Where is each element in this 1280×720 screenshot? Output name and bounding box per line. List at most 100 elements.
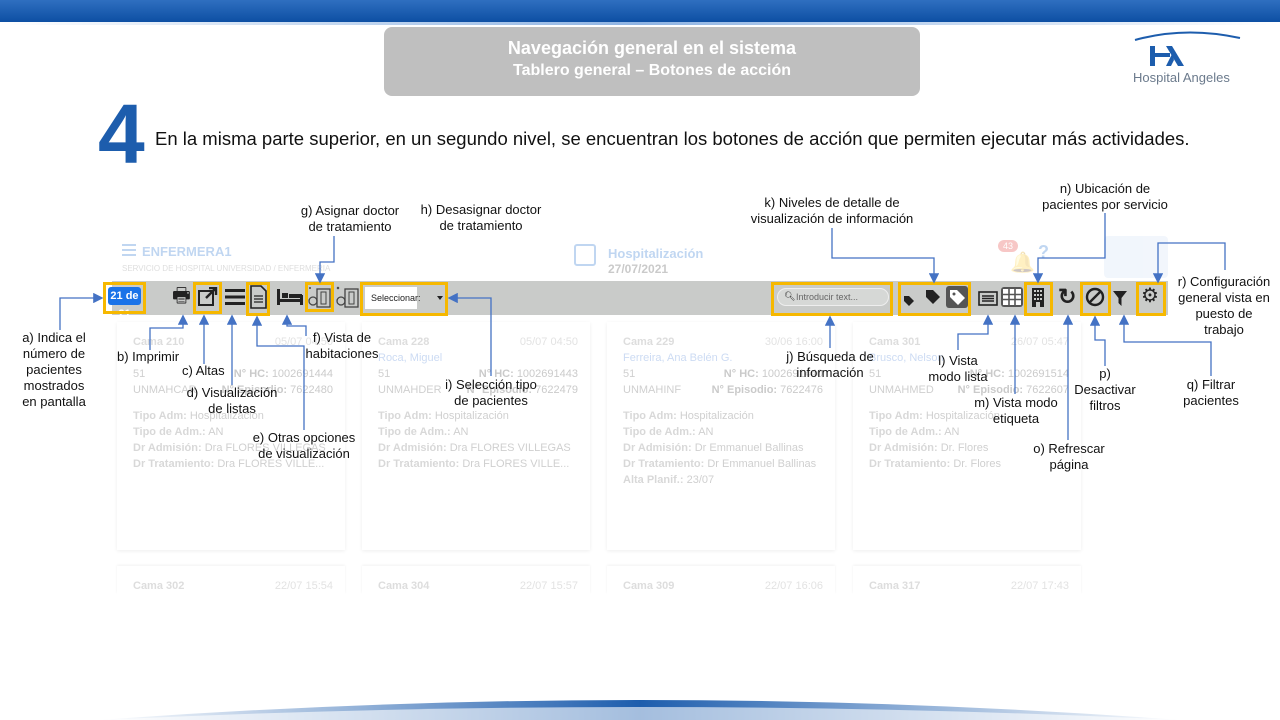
service-path: SERVICIO DE HOSPITAL UNIVERSIDAD / ENFER…	[122, 264, 331, 273]
building-icon[interactable]	[1031, 287, 1045, 307]
card-time: 22/07 16:06	[764, 580, 823, 592]
unit: UNMAHDER	[378, 384, 442, 396]
dr-admision-value: Dra FLORES VILLEGAS	[449, 442, 571, 454]
current-date: 27/07/2021	[608, 262, 669, 276]
dr-admision-label: Dr Admisión:	[623, 442, 692, 454]
patient-age: 51	[133, 368, 146, 380]
label-r-settings: r) Configuración general vista en puesto…	[1177, 274, 1271, 337]
document-icon[interactable]	[250, 285, 267, 309]
label-l-list-mode: l) Vista modo lista	[928, 353, 988, 384]
dr-tratamiento-value: Dra FLORES VILLE...	[217, 458, 325, 470]
bed-label: Cama 301	[869, 336, 921, 348]
help-icon[interactable]: ?	[1038, 242, 1049, 262]
tipo-de-adm-value: AN	[208, 426, 224, 438]
gear-icon[interactable]: ⚙	[1141, 285, 1159, 307]
menu-icon[interactable]	[122, 244, 136, 256]
patient-name: Ferreira, Ana Belén G.	[623, 352, 733, 364]
episode-label: N° Episodio:	[957, 384, 1024, 396]
patient-age: 51	[869, 368, 882, 380]
unassign-doctor-icon[interactable]	[336, 286, 360, 308]
highlight-select	[360, 282, 448, 316]
brand-icon	[1104, 236, 1168, 278]
card-time: 05/07 04:50	[519, 336, 578, 348]
search-icon: 🔍︎	[784, 291, 796, 301]
hc-value: 1002691514	[1007, 368, 1069, 380]
tag-medium-icon[interactable]	[925, 289, 941, 305]
hc-value: 1002691443	[516, 368, 578, 380]
card-time: 22/07 17:43	[1010, 580, 1069, 592]
dr-admision-label: Dr Admisión:	[378, 442, 447, 454]
hc-label: N° HC:	[723, 368, 759, 380]
search-input[interactable]: Introducir text...	[777, 288, 889, 306]
section-title: Hospitalización	[608, 246, 704, 261]
highlight-tags	[898, 282, 971, 316]
dr-admision-value: Dra FLORES VILLEGAS	[204, 442, 326, 454]
label-q-filter: q) Filtrar pacientes	[1183, 377, 1239, 408]
highlight-altas	[193, 282, 222, 314]
assign-doctor-icon[interactable]	[308, 286, 332, 308]
bed-label: Cama 210	[133, 336, 185, 348]
card-time: 22/07 15:54	[274, 580, 333, 592]
dr-tratamiento-value: Dra FLORES VILLE...	[462, 458, 570, 470]
tipo-adm-label: Tipo Adm:	[623, 410, 677, 422]
logo-mark-icon	[1134, 31, 1241, 66]
tipo-de-adm-label: Tipo de Adm.:	[869, 426, 942, 438]
hc-label: N° HC:	[233, 368, 269, 380]
patient-card[interactable]: Cama 317 22/07 17:43	[853, 566, 1081, 594]
tag-large-icon[interactable]	[946, 286, 968, 308]
user-name: ENFERMERA1	[142, 244, 232, 259]
top-banner	[0, 0, 1280, 22]
slide-subtitle: Tablero general – Botones de acción	[513, 62, 791, 79]
disable-filters-icon[interactable]	[1085, 287, 1105, 307]
bell-icon[interactable]: 🔔	[1010, 252, 1035, 274]
filter-icon[interactable]	[1113, 290, 1127, 306]
alta-label: Alta Planif.:	[623, 474, 684, 486]
grid-view-icon[interactable]	[1001, 287, 1023, 307]
label-n-location: n) Ubicación de pacientes por servicio	[1042, 181, 1168, 212]
printer-icon[interactable]: 🖶	[172, 285, 191, 307]
tipo-adm-label: Tipo Adm:	[869, 410, 923, 422]
episode-label: N° Episodio:	[466, 384, 533, 396]
bed-icon[interactable]	[277, 289, 303, 305]
slide-title: Navegación general en el sistema	[507, 38, 797, 58]
patient-type-select[interactable]: Seleccionar:	[365, 287, 421, 309]
list-view-icon[interactable]	[978, 290, 998, 306]
unit: UNMAHMED	[869, 384, 934, 396]
hc-value: 1002691444	[271, 368, 333, 380]
tipo-adm-value: Hospitalización	[925, 410, 1000, 422]
episode-value: 7622476	[780, 384, 823, 396]
card-time: 22/07 15:57	[519, 580, 578, 592]
highlight-disable-filters	[1080, 282, 1111, 316]
tipo-de-adm-label: Tipo de Adm.:	[133, 426, 206, 438]
highlight-assign	[305, 282, 334, 312]
label-f-rooms: f) Vista de habitaciones	[305, 330, 379, 361]
patient-name: Brusco, Nelson	[869, 352, 944, 364]
app-header: ENFERMERA1 SERVICIO DE HOSPITAL UNIVERSI…	[112, 236, 1168, 281]
tag-small-icon[interactable]	[903, 291, 915, 306]
list-lines-icon[interactable]	[225, 288, 245, 306]
highlight-search	[771, 282, 893, 316]
bed-label: Cama 317	[869, 580, 921, 592]
top-banner-accent	[0, 22, 1280, 25]
calendar-icon	[574, 244, 596, 266]
dr-admision-value: Dr Emmanuel Ballinas	[694, 442, 804, 454]
refresh-icon[interactable]: ↻	[1058, 284, 1077, 309]
label-a-patient-count: a) Indica el número de pacientes mostrad…	[22, 330, 86, 409]
discharge-external-icon[interactable]	[197, 286, 219, 307]
episode-value: 7622479	[535, 384, 578, 396]
dr-tratamiento-value: Dr Emmanuel Ballinas	[707, 458, 817, 470]
notification-badge: 43	[998, 240, 1019, 252]
chevron-down-icon[interactable]	[437, 296, 443, 300]
label-m-tag-mode: m) Vista modo etiqueta	[974, 395, 1058, 426]
bed-label: Cama 229	[623, 336, 675, 348]
dr-tratamiento-label: Dr Tratamiento:	[133, 458, 215, 470]
dr-tratamiento-label: Dr Tratamiento:	[378, 458, 460, 470]
label-e-other-options: e) Otras opciones de visualización	[252, 430, 356, 461]
highlight-settings	[1136, 282, 1166, 316]
